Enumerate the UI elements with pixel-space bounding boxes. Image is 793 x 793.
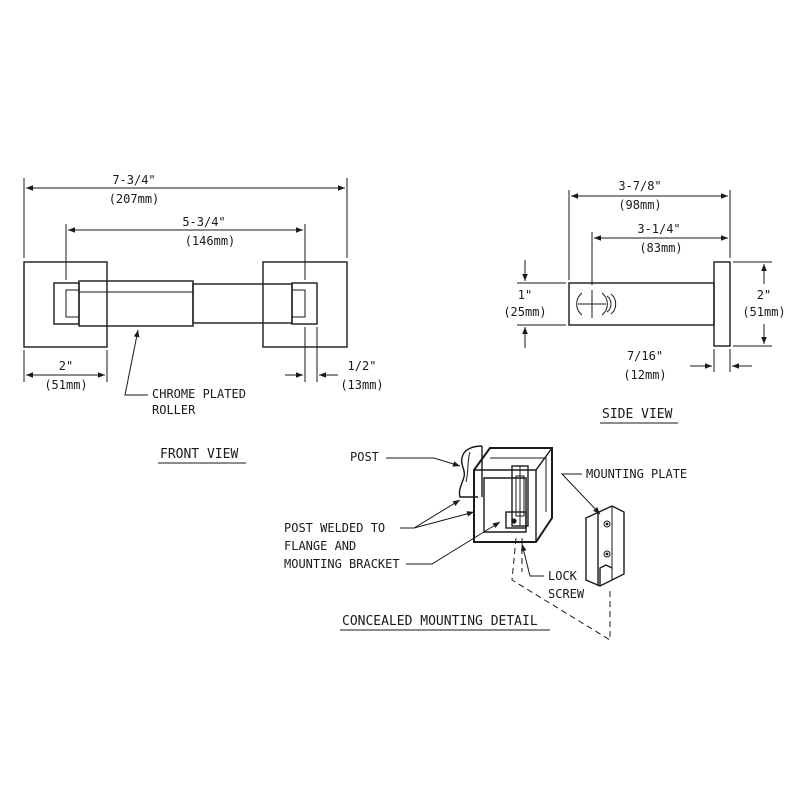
mounting-plate-part [585,505,625,587]
left-post-inner [65,289,80,318]
roller-label-line2: ROLLER [152,403,196,417]
dim-projection-label: 3-7/8" [618,179,661,193]
side-view-title: SIDE VIEW [602,407,673,422]
dim-flange-height-mm: (51mm) [742,305,785,319]
roller-end-crosshair [576,290,617,318]
side-flange [713,261,731,347]
dim-post-spacing-label: 5-3/4" [182,215,225,229]
dim-post-offset-mm: (13mm) [340,378,383,392]
dim-flange-thickness-label: 7/16" [627,349,663,363]
dim-projection-mm: (98mm) [618,198,661,212]
dim-post-offset-label: 1/2" [348,359,377,373]
welded-label-line2: FLANGE AND [284,539,356,553]
front-view: 7-3/4" (207mm) 5-3/4" (146mm) 2" (51mm) … [23,173,384,464]
mounting-bracket [505,465,529,529]
side-view: 3-7/8" (98mm) 3-1/4" (83mm) 1" (25mm) 2"… [503,179,786,424]
dim-roller-height-label: 1" [518,288,532,302]
welded-label-line3: MOUNTING BRACKET [284,557,400,571]
dim-flange-height-label: 2" [757,288,771,302]
welded-label-line1: POST WELDED TO [284,521,385,535]
roller-barrel [78,280,194,327]
detail-title: CONCEALED MOUNTING DETAIL [342,614,538,629]
roller-label-line1: CHROME PLATED [152,387,246,401]
dim-post-spacing-mm: (146mm) [185,234,236,248]
post-stub [458,445,483,498]
dim-overall-width-label: 7-3/4" [112,173,155,187]
dim-roller-height-mm: (25mm) [503,305,546,319]
dim-overall-width-mm: (207mm) [109,192,160,206]
dim-post-length-label: 3-1/4" [637,222,680,236]
roller-shaft [192,283,293,324]
alignment-line [511,537,611,641]
front-view-title: FRONT VIEW [160,447,238,462]
dim-flange-thickness-mm: (12mm) [623,368,666,382]
concealed-mounting-detail: POST MOUNTING PLATE POST WELDED TO FLANG… [284,445,687,641]
dim-flange-width-mm: (51mm) [44,378,87,392]
dim-flange-width-label: 2" [59,359,73,373]
mounting-plate-label: MOUNTING PLATE [586,467,687,481]
post-label: POST [350,450,379,464]
dim-post-length-mm: (83mm) [639,241,682,255]
right-post-inner [291,289,306,318]
lock-screw-label-line2: SCREW [548,587,585,601]
lock-screw-label-line1: LOCK [548,569,578,583]
roller-leader [124,329,148,396]
